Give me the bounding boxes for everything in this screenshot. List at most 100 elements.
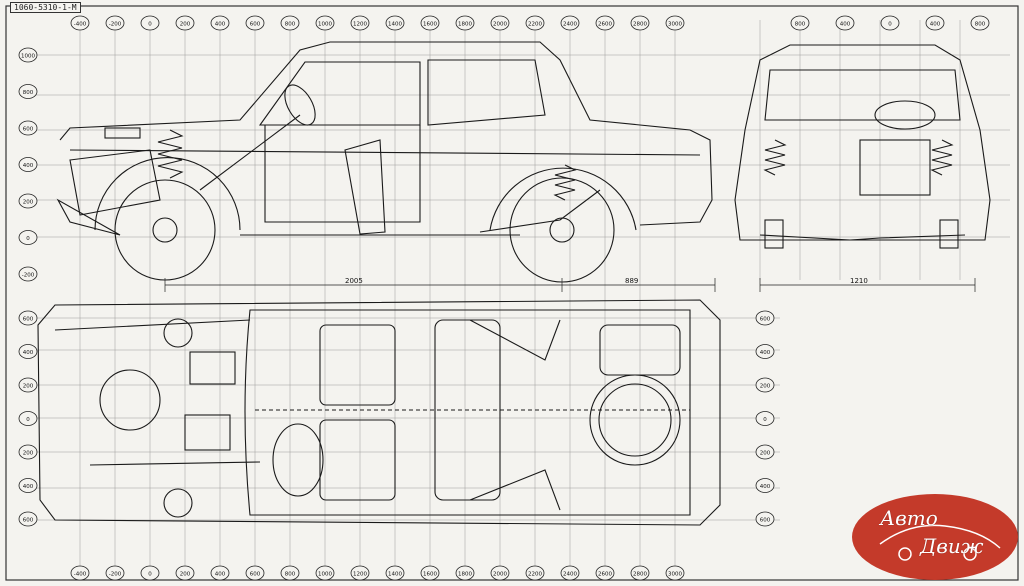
logo-text-dvizh: Движ bbox=[920, 534, 984, 558]
top-scale-label: 1200 bbox=[353, 22, 367, 28]
left-scale-label: 0 bbox=[26, 236, 30, 242]
top-scale-marker bbox=[105, 15, 125, 31]
plan-right-scale-marker bbox=[755, 444, 775, 460]
top-scale-marker bbox=[455, 15, 475, 31]
plan-right-scale-label: 200 bbox=[760, 384, 771, 390]
bottom-scale-marker bbox=[525, 565, 545, 581]
top-scale-marker bbox=[420, 15, 440, 31]
bottom-scale-marker bbox=[280, 565, 300, 581]
top-scale-label: 1600 bbox=[423, 22, 437, 28]
left-scale-marker bbox=[18, 84, 38, 99]
top-scale-marker bbox=[630, 15, 650, 31]
plan-left-scale-marker bbox=[18, 310, 38, 326]
bottom-scale-label: 600 bbox=[250, 572, 261, 578]
left-scale-marker bbox=[18, 47, 38, 63]
bottom-scale-label: 1800 bbox=[458, 572, 472, 578]
left-scale-marker bbox=[18, 266, 38, 282]
plan-left-scale-marker bbox=[18, 411, 38, 426]
track-dimension: 1210 bbox=[850, 277, 868, 285]
top-scale-label: 0 bbox=[148, 22, 152, 28]
top-scale-label: 3000 bbox=[668, 22, 682, 28]
bottom-scale-marker bbox=[315, 565, 335, 581]
bottom-scale-label: 200 bbox=[180, 572, 191, 578]
bottom-scale-label: 1000 bbox=[318, 572, 332, 578]
plan-right-scale-label: 400 bbox=[760, 484, 771, 490]
plan-left-scale-label: 200 bbox=[23, 451, 34, 457]
left-scale-marker bbox=[18, 157, 38, 172]
top-scale-label: 2000 bbox=[493, 22, 507, 28]
top-scale-label: 2200 bbox=[528, 22, 542, 28]
top-scale-marker bbox=[245, 15, 265, 31]
top-scale-marker bbox=[175, 15, 195, 31]
front-scale-label: 400 bbox=[840, 22, 851, 28]
plan-right-scale-marker bbox=[755, 511, 775, 527]
side-view-car bbox=[56, 41, 713, 283]
bottom-scale-label: -400 bbox=[74, 572, 87, 578]
plan-view-car bbox=[37, 299, 721, 526]
bottom-scale-marker bbox=[350, 565, 370, 581]
front-scale-label: 800 bbox=[975, 22, 986, 28]
bottom-scale-marker bbox=[175, 565, 195, 581]
plan-left-scale-label: 400 bbox=[23, 350, 34, 356]
top-scale-marker bbox=[385, 15, 405, 31]
front-scale-label: 0 bbox=[888, 22, 892, 28]
left-scale-label: 400 bbox=[23, 163, 34, 169]
plan-left-scale-marker bbox=[18, 511, 38, 527]
top-scale-label: 400 bbox=[215, 22, 226, 28]
top-scale-marker bbox=[140, 15, 160, 31]
bottom-scale-label: 1200 bbox=[353, 572, 367, 578]
bottom-scale-label: 1400 bbox=[388, 572, 402, 578]
plan-left-scale-label: 600 bbox=[23, 518, 34, 524]
plan-right-scale-marker bbox=[755, 310, 775, 326]
top-scale-marker bbox=[210, 15, 230, 31]
bottom-scale-label: 2600 bbox=[598, 572, 612, 578]
front-scale-label: 400 bbox=[930, 22, 941, 28]
plan-right-scale-marker bbox=[755, 344, 775, 359]
front-dimension-line bbox=[759, 278, 976, 292]
bottom-scale-label: -200 bbox=[109, 572, 122, 578]
plan-left-scale-label: 0 bbox=[26, 417, 30, 423]
plan-right-scale-label: 0 bbox=[763, 417, 767, 423]
top-scale-marker bbox=[315, 15, 335, 31]
front-scale-marker bbox=[790, 15, 810, 31]
top-scale-marker bbox=[350, 15, 370, 31]
front-view-car bbox=[734, 44, 991, 249]
bottom-scale-marker bbox=[630, 565, 650, 581]
top-scale-label: 2800 bbox=[633, 22, 647, 28]
bottom-scale-label: 400 bbox=[215, 572, 226, 578]
bottom-scale-marker bbox=[140, 565, 160, 581]
bottom-scale-marker bbox=[560, 565, 580, 581]
bottom-scale-marker bbox=[595, 565, 615, 581]
plan-left-scale-marker bbox=[18, 478, 38, 493]
top-scale-label: 1800 bbox=[458, 22, 472, 28]
top-scale-label: 800 bbox=[285, 22, 296, 28]
top-scale-label: 1400 bbox=[388, 22, 402, 28]
front-scale-marker bbox=[835, 15, 855, 31]
wheelbase-dimension: 2005 bbox=[345, 277, 363, 285]
left-scale-label: 1000 bbox=[21, 54, 35, 60]
top-scale-marker bbox=[70, 15, 90, 31]
plan-right-scale-label: 600 bbox=[760, 317, 771, 323]
plan-left-scale-marker bbox=[18, 377, 38, 393]
top-scale-label: 600 bbox=[250, 22, 261, 28]
plan-right-scale-label: 200 bbox=[760, 451, 771, 457]
bottom-scale-label: 2400 bbox=[563, 572, 577, 578]
plan-left-scale-label: 400 bbox=[23, 484, 34, 490]
left-scale-label: -200 bbox=[22, 273, 35, 279]
top-scale-label: -200 bbox=[109, 22, 122, 28]
plan-left-scale-label: 600 bbox=[23, 317, 34, 323]
top-scale-marker bbox=[595, 15, 615, 31]
front-scale-marker bbox=[880, 15, 900, 31]
left-scale-marker bbox=[18, 120, 38, 136]
top-scale-label: 1000 bbox=[318, 22, 332, 28]
bottom-scale-label: 3000 bbox=[668, 572, 682, 578]
left-scale-label: 200 bbox=[23, 200, 34, 206]
rear-overhang-dimension: 889 bbox=[625, 277, 638, 285]
bottom-scale-label: 2000 bbox=[493, 572, 507, 578]
side-dimension-line bbox=[164, 278, 716, 292]
bottom-scale-label: 2200 bbox=[528, 572, 542, 578]
